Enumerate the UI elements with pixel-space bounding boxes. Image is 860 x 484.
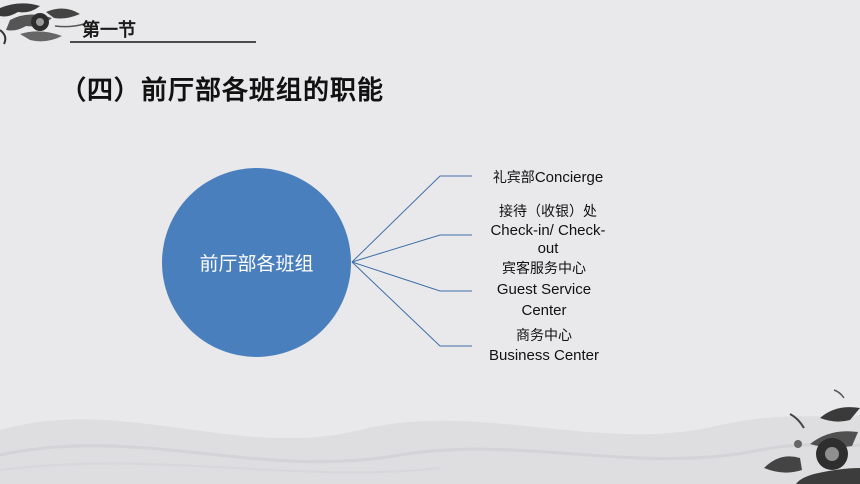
flower-ornament-icon xyxy=(764,389,860,484)
item-en-label: Check-in/ Check-out xyxy=(490,222,606,257)
section-label: 第一节 xyxy=(82,20,136,41)
item-en-label: Business Center xyxy=(488,347,600,364)
list-item: 接待（收银）处 Check-in/ Check-out xyxy=(478,202,618,258)
header-divider xyxy=(70,41,256,43)
item-zh-label: 礼宾部 xyxy=(492,170,535,186)
connector-line-3 xyxy=(351,261,472,292)
center-circle: 前厅部各班组 xyxy=(162,168,351,357)
list-item: 礼宾部Concierge xyxy=(478,168,618,188)
connector-line-1 xyxy=(351,175,472,263)
item-zh-label: 商务中心 xyxy=(516,328,572,344)
list-item: 商务中心 Business Center xyxy=(474,326,614,366)
item-zh-label: 接待（收银）处 xyxy=(499,204,597,220)
item-en-label: Guest Service Center xyxy=(496,281,592,319)
item-zh-label: 宾客服务中心 xyxy=(502,261,586,277)
list-item: 宾客服务中心 Guest Service Center xyxy=(474,259,614,321)
center-circle-label: 前厅部各班组 xyxy=(199,253,314,275)
item-en-label: Concierge xyxy=(534,169,604,186)
connector-line-2 xyxy=(351,234,472,263)
connector-line-4 xyxy=(351,261,472,347)
flower-ornament-icon xyxy=(0,3,85,45)
page-title: （四）前厅部各班组的职能 xyxy=(60,76,385,106)
